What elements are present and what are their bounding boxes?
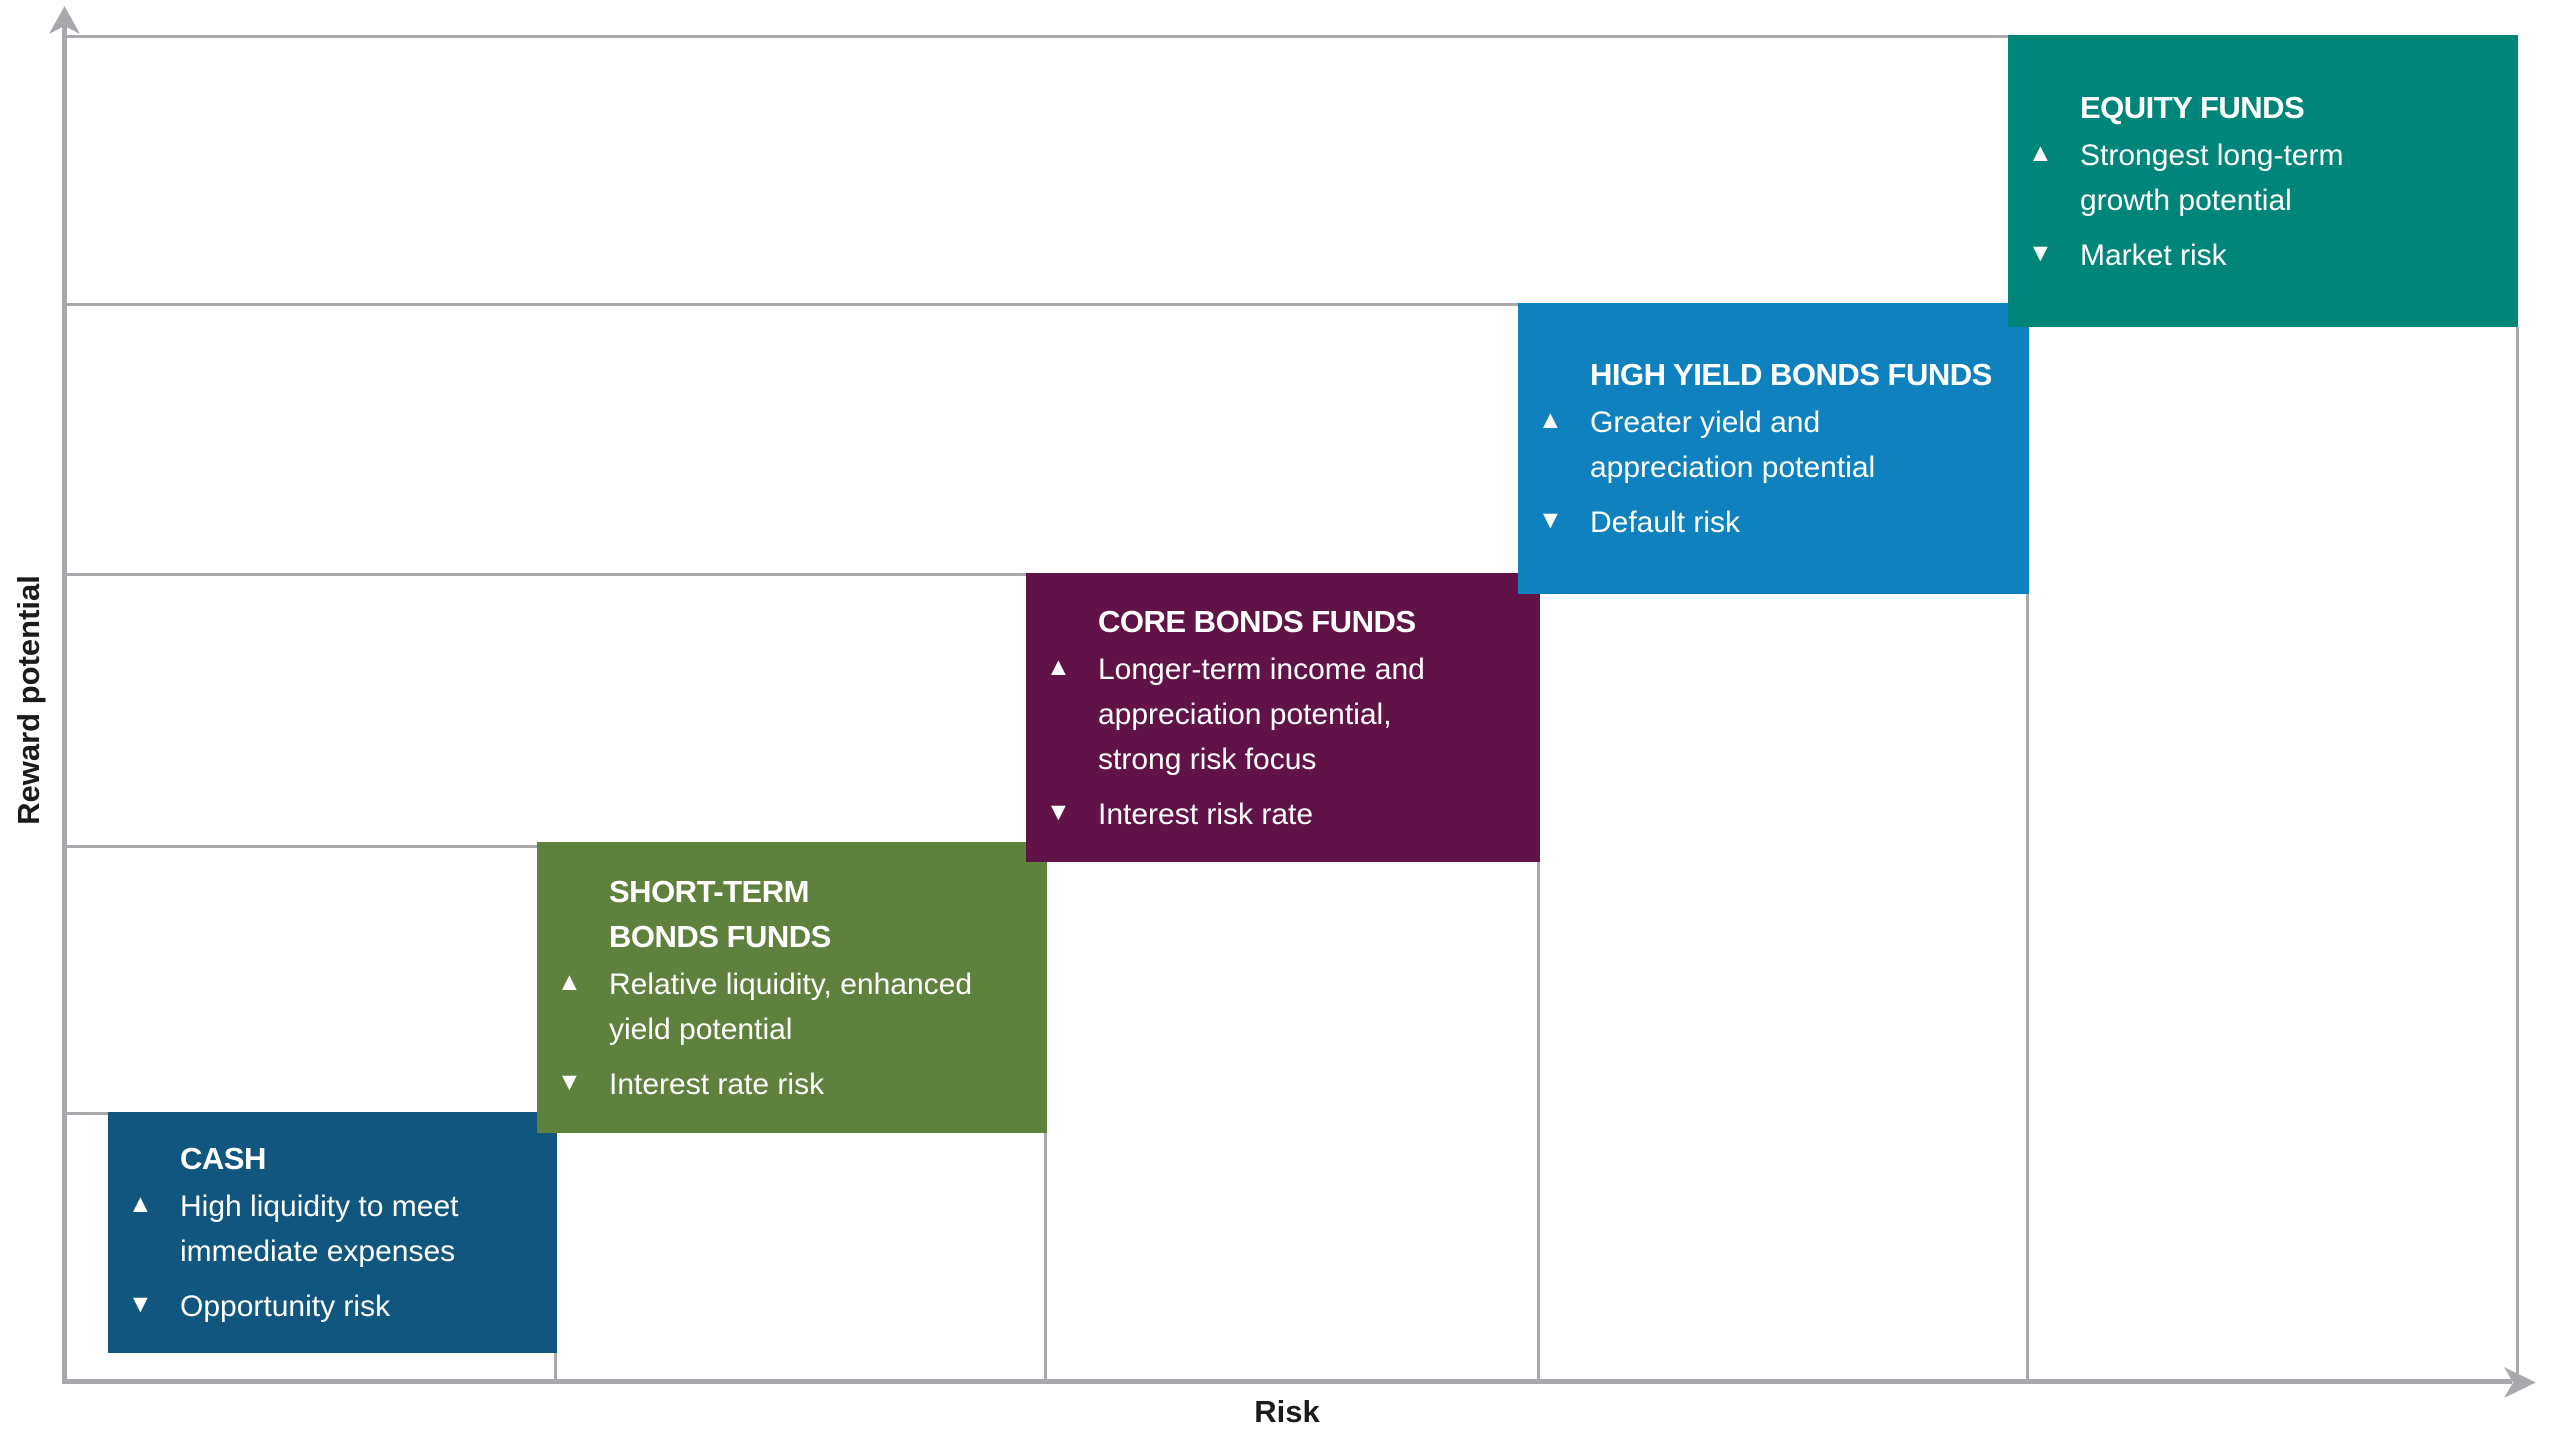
up-triangle-icon: ▲: [1046, 652, 1071, 681]
down-triangle-icon: ▼: [557, 1067, 582, 1096]
x-axis-line: [62, 1379, 2512, 1384]
fund-benefit-item: ▲ Greater yield and appreciation potenti…: [1518, 400, 2021, 490]
x-axis-label: Risk: [1254, 1394, 1320, 1429]
y-axis-arrow-icon: [49, 6, 80, 34]
gridline-horizontal-1: [62, 35, 2518, 38]
fund-title: CASH: [180, 1141, 266, 1176]
fund-title: HIGH YIELD BONDS FUNDS: [1590, 357, 1992, 392]
fund-risk-item: ▼ Market risk: [2008, 233, 2510, 278]
fund-benefit-text: Strongest long-term growth potential: [2080, 138, 2344, 217]
up-triangle-icon: ▲: [128, 1190, 153, 1218]
fund-title: EQUITY FUNDS: [2080, 89, 2305, 125]
y-axis-line: [62, 24, 67, 1383]
fund-risk-text: Opportunity risk: [180, 1290, 391, 1323]
fund-risk-item: ▼ Interest rate risk: [537, 1062, 1039, 1107]
gridline-horizontal-2: [62, 303, 2029, 306]
fund-risk-text: Interest risk rate: [1098, 797, 1314, 831]
gridline-vertical-4: [2026, 594, 2029, 1382]
fund-box-equity-funds: EQUITY FUNDS ▲ Strongest long-term growt…: [2008, 35, 2518, 327]
up-triangle-icon: ▲: [557, 967, 582, 996]
fund-benefit-text: Relative liquidity, enhanced yield poten…: [609, 967, 973, 1046]
y-axis-label-column: Reward potential: [0, 0, 58, 1400]
x-axis-arrow-icon: [2504, 1367, 2536, 1398]
up-triangle-icon: ▲: [1538, 406, 1563, 434]
fund-benefit-text: High liquidity to meet immediate expense…: [180, 1190, 459, 1268]
fund-title: CORE BONDS FUNDS: [1098, 603, 1416, 639]
gridline-horizontal-3: [62, 573, 1540, 576]
fund-box-high-yield-bonds-funds: HIGH YIELD BONDS FUNDS ▲ Greater yield a…: [1518, 303, 2029, 594]
gridline-vertical-2: [1044, 1133, 1047, 1382]
fund-benefit-text: Longer-term income and appreciation pote…: [1098, 652, 1425, 776]
fund-risk-item: ▼ Opportunity risk: [108, 1284, 549, 1329]
down-triangle-icon: ▼: [1538, 506, 1563, 534]
down-triangle-icon: ▼: [1046, 797, 1071, 826]
gridline-vertical-1: [554, 1352, 557, 1382]
y-axis-label: Reward potential: [11, 575, 47, 825]
fund-benefit-text: Greater yield and appreciation potential: [1590, 406, 1876, 484]
down-triangle-icon: ▼: [128, 1290, 153, 1318]
fund-risk-text: Market risk: [2080, 238, 2227, 272]
fund-title: SHORT-TERM BONDS FUNDS: [609, 873, 831, 954]
fund-box-core-bonds-funds: CORE BONDS FUNDS ▲ Longer-term income an…: [1026, 573, 1540, 862]
fund-box-short-term-bonds-funds: SHORT-TERM BONDS FUNDS ▲ Relative liquid…: [537, 842, 1047, 1133]
fund-benefit-item: ▲ Relative liquidity, enhanced yield pot…: [537, 962, 1039, 1052]
fund-benefit-item: ▲ High liquidity to meet immediate expen…: [108, 1184, 549, 1274]
fund-box-cash: CASH ▲ High liquidity to meet immediate …: [108, 1112, 557, 1353]
up-triangle-icon: ▲: [2028, 138, 2053, 167]
fund-risk-text: Default risk: [1590, 506, 1741, 539]
fund-risk-item: ▼ Default risk: [1518, 500, 2021, 545]
gridline-vertical-5: [2516, 327, 2519, 1382]
fund-risk-text: Interest rate risk: [609, 1067, 825, 1101]
fund-benefit-item: ▲ Longer-term income and appreciation po…: [1026, 647, 1532, 782]
fund-risk-item: ▼ Interest risk rate: [1026, 792, 1532, 837]
down-triangle-icon: ▼: [2028, 238, 2053, 267]
gridline-vertical-3: [1537, 862, 1540, 1382]
fund-benefit-item: ▲ Strongest long-term growth potential: [2008, 133, 2510, 223]
